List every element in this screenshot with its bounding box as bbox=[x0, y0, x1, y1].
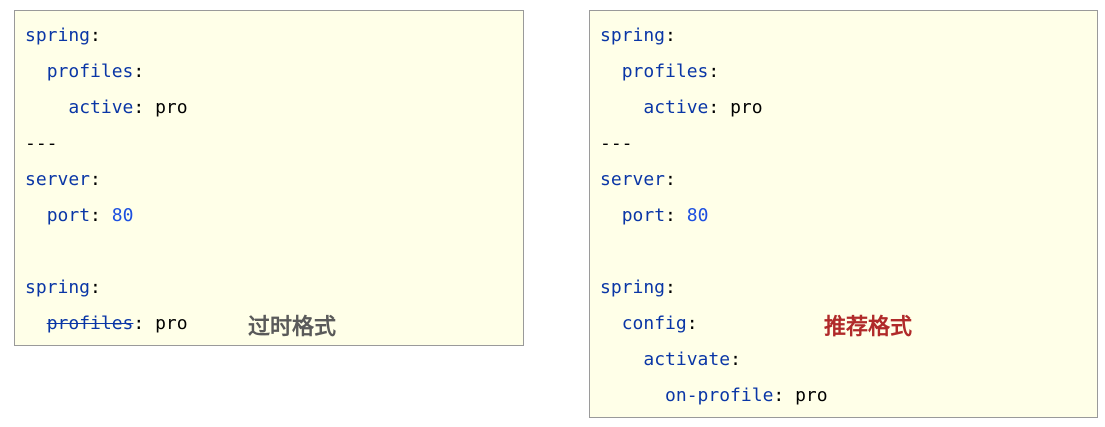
indent bbox=[600, 61, 622, 82]
indent bbox=[600, 97, 643, 118]
yaml-sep: : bbox=[90, 277, 101, 298]
yaml-key: active bbox=[68, 97, 134, 118]
yaml-value: pro bbox=[144, 97, 188, 118]
code-line: spring: bbox=[25, 26, 101, 46]
yaml-sep: : bbox=[90, 169, 101, 190]
yaml-key: server bbox=[600, 169, 666, 190]
indent bbox=[600, 313, 622, 334]
yaml-sep: : bbox=[708, 97, 720, 118]
recommended-format-label: 推荐格式 bbox=[824, 315, 913, 340]
indent bbox=[600, 349, 643, 370]
yaml-key: profiles bbox=[621, 61, 709, 82]
yaml-key: port bbox=[621, 205, 666, 226]
yaml-sep: : bbox=[730, 349, 741, 370]
yaml-key: spring bbox=[600, 25, 666, 46]
code-line: server: bbox=[25, 170, 101, 190]
yaml-sep: --- bbox=[25, 133, 58, 154]
code-line: on-profile: pro bbox=[600, 386, 828, 406]
yaml-key: spring bbox=[25, 25, 91, 46]
yaml-key: on-profile bbox=[665, 385, 774, 406]
code-line: spring: bbox=[600, 278, 676, 298]
yaml-key: spring bbox=[25, 277, 91, 298]
yaml-key: server bbox=[25, 169, 91, 190]
code-line: profiles: bbox=[600, 61, 720, 82]
yaml-number: 80 bbox=[675, 205, 709, 226]
indent bbox=[25, 205, 47, 226]
code-line: active: pro bbox=[600, 97, 763, 118]
indent bbox=[600, 385, 665, 406]
yaml-sep: : bbox=[133, 97, 145, 118]
yaml-value: pro bbox=[144, 313, 188, 334]
yaml-key: active bbox=[643, 97, 709, 118]
yaml-key: config bbox=[621, 313, 687, 334]
code-line: profiles: pro bbox=[25, 314, 188, 334]
code-line: activate: bbox=[600, 350, 741, 370]
recommended-config-panel: spring: profiles: active: pro --- server… bbox=[589, 10, 1098, 418]
yaml-value: pro bbox=[719, 97, 763, 118]
code-line: port: 80 bbox=[600, 205, 709, 226]
yaml-key: activate bbox=[643, 349, 731, 370]
yaml-sep: : bbox=[773, 385, 785, 406]
deprecated-format-label: 过时格式 bbox=[248, 315, 337, 340]
yaml-number: 80 bbox=[100, 205, 134, 226]
doc-separator: --- bbox=[600, 134, 633, 154]
yaml-key: profiles bbox=[46, 61, 134, 82]
yaml-sep: : bbox=[90, 205, 101, 226]
indent bbox=[25, 97, 68, 118]
indent bbox=[25, 313, 47, 334]
yaml-sep: : bbox=[90, 25, 101, 46]
yaml-sep: : bbox=[133, 61, 145, 82]
yaml-sep: : bbox=[665, 25, 676, 46]
code-line: spring: bbox=[25, 278, 101, 298]
yaml-sep: : bbox=[665, 205, 676, 226]
yaml-value: pro bbox=[784, 385, 828, 406]
yaml-sep: : bbox=[708, 61, 720, 82]
code-line: spring: bbox=[600, 26, 676, 46]
deprecated-yaml-key: profiles bbox=[46, 313, 134, 334]
indent bbox=[600, 205, 622, 226]
indent bbox=[25, 61, 47, 82]
code-line: port: 80 bbox=[25, 205, 134, 226]
yaml-sep: : bbox=[133, 313, 145, 334]
deprecated-config-panel: spring: profiles: active: pro --- server… bbox=[14, 10, 524, 346]
yaml-sep: : bbox=[665, 277, 676, 298]
doc-separator: --- bbox=[25, 134, 58, 154]
yaml-sep: : bbox=[665, 169, 676, 190]
yaml-key: spring bbox=[600, 277, 666, 298]
code-line: active: pro bbox=[25, 97, 188, 118]
code-line: profiles: bbox=[25, 61, 145, 82]
yaml-key: port bbox=[46, 205, 91, 226]
yaml-sep: --- bbox=[600, 133, 633, 154]
code-line: server: bbox=[600, 170, 676, 190]
code-line: config: bbox=[600, 314, 698, 334]
yaml-sep: : bbox=[686, 313, 698, 334]
